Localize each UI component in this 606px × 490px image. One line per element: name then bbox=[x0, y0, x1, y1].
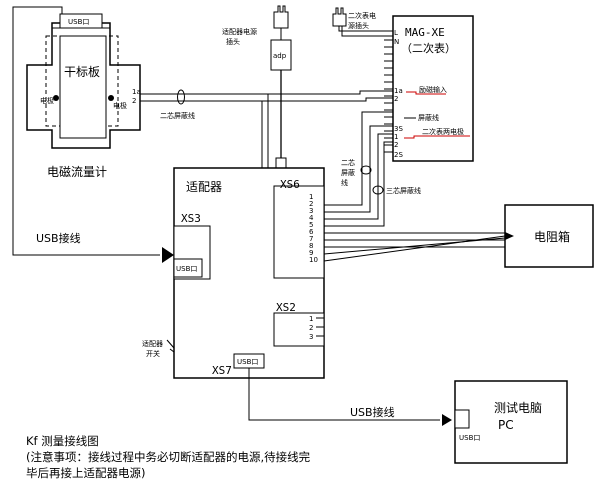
cable-label-two-core-2c: 线 bbox=[341, 178, 348, 187]
adapter-power-plug-label-2: 插头 bbox=[226, 37, 240, 46]
secondary-pin-2: 2 bbox=[394, 95, 398, 103]
xs7-usb-label: USB口 bbox=[237, 358, 258, 366]
xs6-pin-7: 7 bbox=[309, 235, 313, 243]
flowmeter-top-port bbox=[59, 13, 103, 29]
test-pc-usb-label: USB口 bbox=[459, 434, 480, 442]
usb-cable-label-1: USB接线 bbox=[36, 231, 81, 245]
xs2-block bbox=[273, 312, 325, 347]
flowmeter-pin-1a: 1a bbox=[132, 88, 141, 96]
xs6-pin-1: 1 bbox=[309, 193, 313, 201]
calibration-plate bbox=[59, 35, 107, 139]
xs6-pin-9: 9 bbox=[309, 249, 313, 257]
secondary-pin-2s: 2S bbox=[394, 151, 403, 159]
resistor-box-title: 电阻箱 bbox=[534, 229, 570, 244]
xs3-usb-label: USB口 bbox=[176, 265, 197, 273]
usb-cable-label-2: USB接线 bbox=[350, 405, 395, 419]
xs2-pin-2: 2 bbox=[309, 324, 313, 332]
test-pc-title: 测试电脑 bbox=[494, 400, 542, 415]
electrode-left-dot bbox=[53, 95, 59, 101]
usb-arrow-2 bbox=[442, 414, 452, 426]
xs6-pin-4: 4 bbox=[309, 214, 314, 222]
secondary-power-plug: 二次表电 源插头 bbox=[332, 7, 393, 37]
secondary-pin-L: L bbox=[394, 29, 398, 37]
electrode-right-dot bbox=[108, 95, 114, 101]
secondary-meter-subtitle: （二次表） bbox=[401, 41, 456, 55]
xs6-pin-5: 5 bbox=[309, 221, 313, 229]
flowmeter-title: 电磁流量计 bbox=[47, 164, 107, 179]
test-pc-subtitle: PC bbox=[498, 418, 514, 432]
caption-title: Kf 测量接线图 bbox=[26, 434, 99, 448]
secondary-pin-1a: 1a bbox=[394, 87, 403, 95]
two-electrode-label: 二次表两电极 bbox=[422, 127, 464, 136]
flowmeter: USB口 干标板 电极 电极 1a 2 电磁流量计 bbox=[26, 13, 141, 179]
cable-label-two-core-1: 二芯屏蔽线 bbox=[160, 111, 195, 120]
cable-bundle-ring-3 bbox=[372, 185, 384, 195]
xs6-pin-3: 3 bbox=[309, 207, 313, 215]
diagram-caption: Kf 测量接线图 (注意事项：接线过程中务必切断适配器的电源,待接线完 毕后再接… bbox=[26, 433, 310, 481]
adapter-switch-label-1: 适配器 bbox=[142, 339, 163, 348]
test-pc-box bbox=[454, 380, 568, 464]
flowmeter-cross-shape bbox=[26, 22, 141, 149]
xs2-pin-1: 1 bbox=[309, 315, 313, 323]
cable-bundle-ring-1 bbox=[177, 89, 185, 105]
xs2-pins: 123 bbox=[309, 315, 324, 341]
secondary-pin-N: N bbox=[394, 38, 399, 46]
shield-line-label: 屏蔽线 bbox=[418, 113, 439, 122]
test-pc-usb-port bbox=[454, 409, 470, 429]
caption-note-line-2: 毕后再接上适配器电源) bbox=[26, 466, 146, 480]
electrode-right-label: 电极 bbox=[113, 101, 127, 110]
cable-label-three-core: 三芯屏蔽线 bbox=[386, 186, 421, 195]
xs2-label: XS2 bbox=[276, 301, 296, 314]
excite-input-label: 励磁输入 bbox=[419, 85, 447, 94]
adp-label: adp bbox=[273, 52, 287, 60]
adapter-power-plug-label-1: 适配器电源 bbox=[222, 27, 257, 36]
caption-note-line-1: (注意事项：接线过程中务必切断适配器的电源,待接线完 bbox=[26, 450, 311, 464]
secondary-pin-1: 1 bbox=[394, 133, 398, 141]
resistor-box: 电阻箱 bbox=[504, 204, 594, 268]
xs6-pin-6: 6 bbox=[309, 228, 314, 236]
adapter-switch-label-2: 开关 bbox=[146, 349, 160, 358]
flowmeter-usb-label: USB口 bbox=[68, 18, 89, 26]
secondary-power-plug-label-2: 源插头 bbox=[348, 21, 369, 30]
xs6-wiring: 二芯 屏蔽 线 三芯屏蔽线 bbox=[323, 111, 506, 262]
usb-cable-2: USB接线 bbox=[248, 368, 452, 426]
xs3-usb-port bbox=[173, 258, 203, 278]
xs6-pin-8: 8 bbox=[309, 242, 313, 250]
secondary-meter: MAG-XE （二次表） L N 1a 2 励磁输入 屏蔽线 3S 1 2 2S… bbox=[384, 15, 474, 162]
adapter-switch-symbol bbox=[166, 339, 175, 349]
xs2-pin-3: 3 bbox=[309, 333, 313, 341]
usb-arrow-1 bbox=[162, 247, 174, 263]
xs7-label: XS7 bbox=[212, 364, 232, 377]
xs6-label: XS6 bbox=[280, 178, 300, 191]
secondary-meter-title: MAG-XE bbox=[405, 26, 445, 39]
flowmeter-pin-2: 2 bbox=[132, 97, 136, 105]
xs3-label: XS3 bbox=[181, 212, 201, 225]
secondary-meter-box bbox=[392, 15, 474, 162]
cable-bundle-ring-2 bbox=[360, 165, 372, 175]
adapter-title: 适配器 bbox=[186, 180, 222, 194]
test-pc: USB口 测试电脑 PC bbox=[454, 380, 568, 464]
xs6-pin-2: 2 bbox=[309, 200, 313, 208]
secondary-terminals bbox=[384, 39, 393, 153]
resistor-arrow bbox=[505, 232, 514, 240]
cable-label-two-core-2b: 屏蔽 bbox=[341, 168, 355, 177]
secondary-power-plug-label-1: 二次表电 bbox=[348, 11, 376, 20]
secondary-pin-2b: 2 bbox=[394, 141, 398, 149]
adapter-power-connector bbox=[275, 157, 287, 169]
electrode-left-label: 电极 bbox=[40, 96, 54, 105]
xs6-pin-10: 10 bbox=[309, 256, 318, 264]
resistor-box-rect bbox=[504, 204, 594, 268]
calibration-plate-label: 干标板 bbox=[64, 65, 100, 79]
secondary-pin-3s: 3S bbox=[394, 125, 403, 133]
usb-cable-1: USB接线 bbox=[12, 6, 174, 263]
cable-label-two-core-2a: 二芯 bbox=[341, 158, 355, 167]
adapter-power-plug: adp 适配器电源 插头 bbox=[222, 5, 292, 169]
xs6-block bbox=[273, 185, 325, 279]
